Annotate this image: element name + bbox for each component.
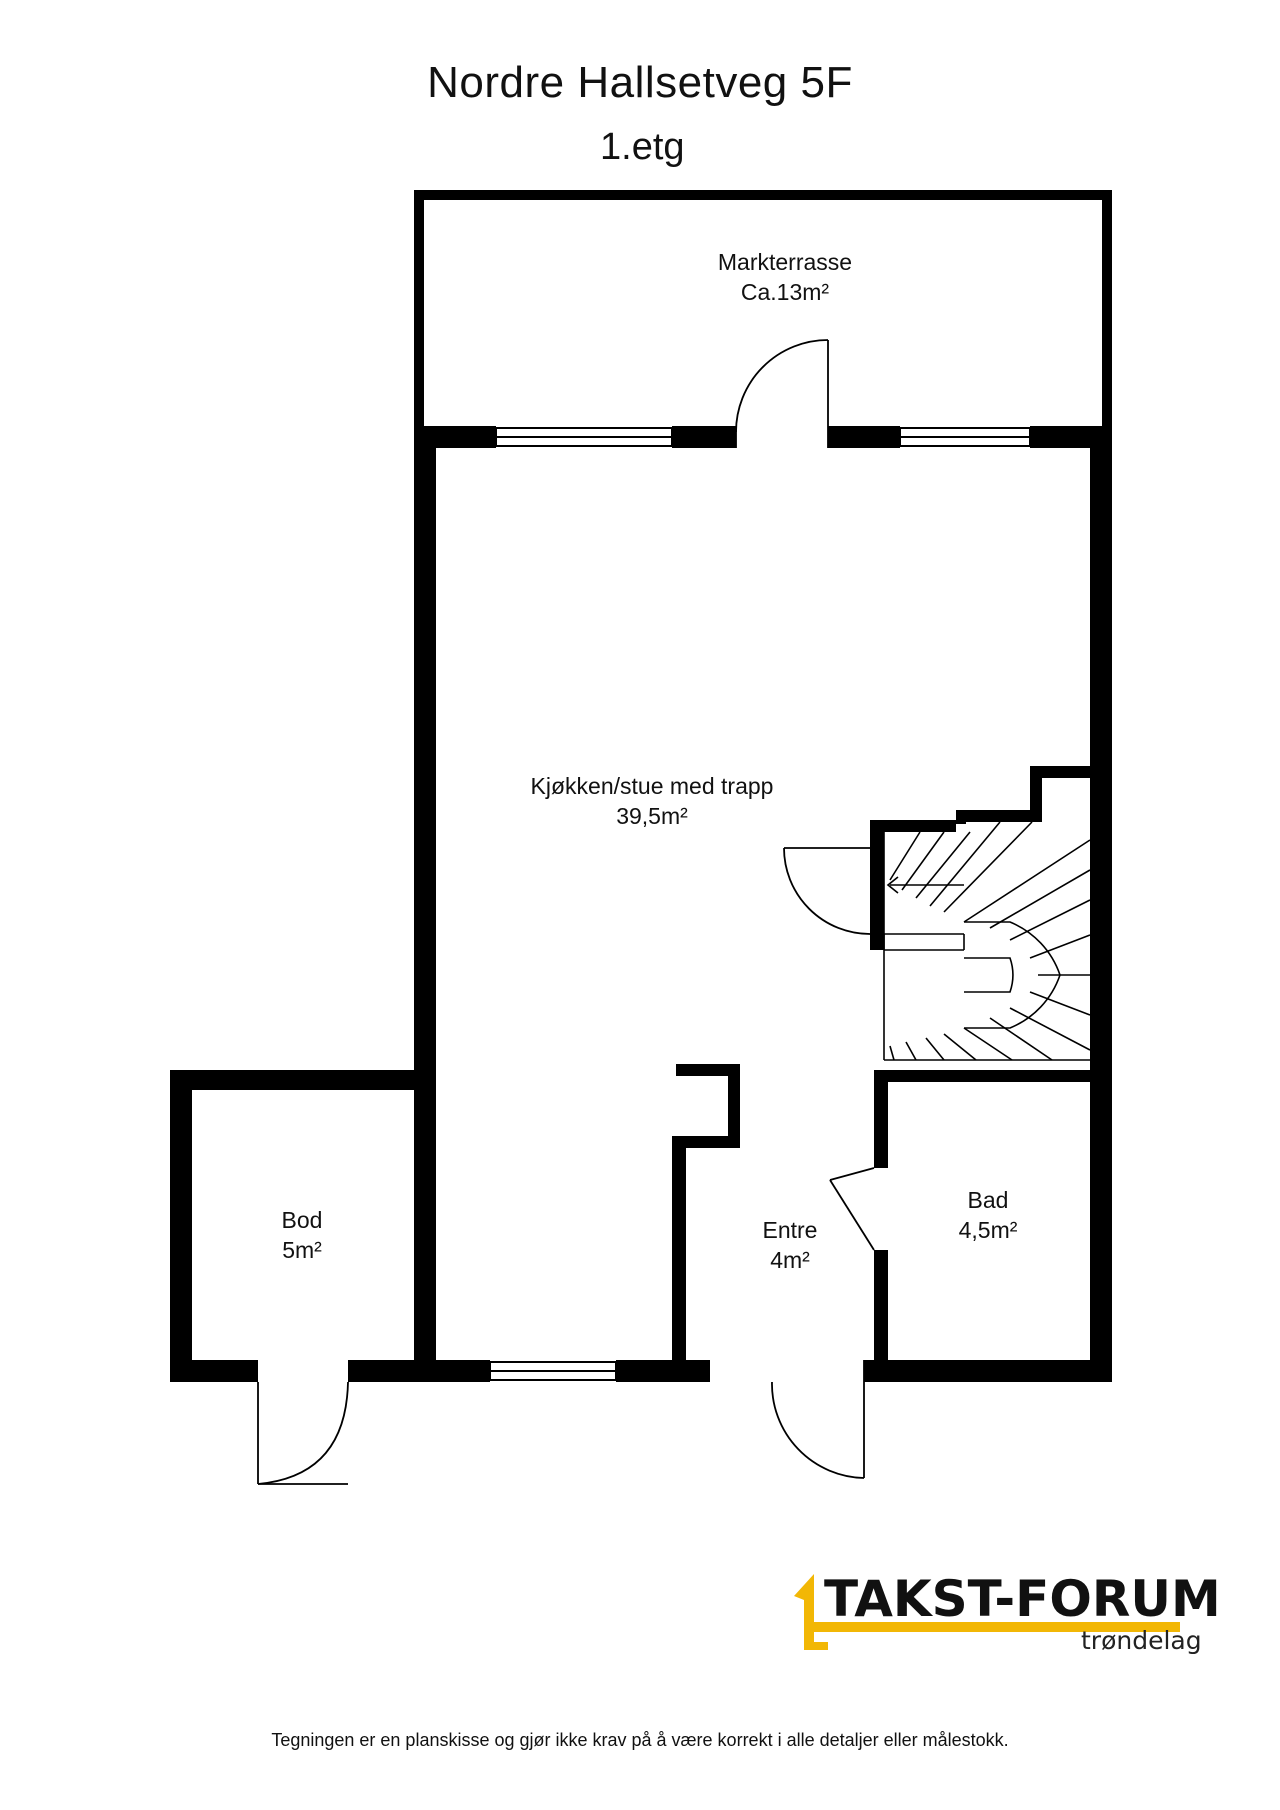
bad-area: 4,5m² bbox=[959, 1217, 1018, 1243]
house-arrow-icon bbox=[794, 1574, 828, 1650]
bod-area: 5m² bbox=[282, 1237, 322, 1263]
plan-title: Nordre Hallsetveg 5F bbox=[427, 58, 853, 107]
company-logo: TAKST-FORUM trøndelag bbox=[758, 1522, 1221, 1702]
floor-label: 1.etg bbox=[600, 126, 685, 168]
staircase bbox=[883, 821, 1091, 1061]
logo-wordmark: TAKST-FORUM bbox=[824, 1570, 1221, 1628]
bod-name: Bod bbox=[282, 1207, 323, 1233]
living-name: Kjøkken/stue med trapp bbox=[531, 773, 774, 799]
windows bbox=[489, 427, 1031, 1381]
bad-name: Bad bbox=[968, 1187, 1009, 1213]
interior-walls bbox=[672, 766, 1112, 1382]
living-area: 39,5m² bbox=[616, 803, 688, 829]
terrace-area: Ca.13m² bbox=[741, 279, 830, 305]
disclaimer-text: Tegningen er en planskisse og gjør ikke … bbox=[271, 1730, 1009, 1750]
logo-underline bbox=[810, 1622, 1180, 1632]
logo-region: trøndelag bbox=[1081, 1626, 1202, 1655]
bod-walls bbox=[170, 1070, 436, 1382]
entre-area: 4m² bbox=[770, 1247, 810, 1273]
terrace-name: Markterrasse bbox=[718, 249, 852, 275]
entre-name: Entre bbox=[763, 1217, 818, 1243]
door-swings bbox=[257, 339, 875, 1485]
terrace-walls bbox=[414, 190, 1112, 436]
